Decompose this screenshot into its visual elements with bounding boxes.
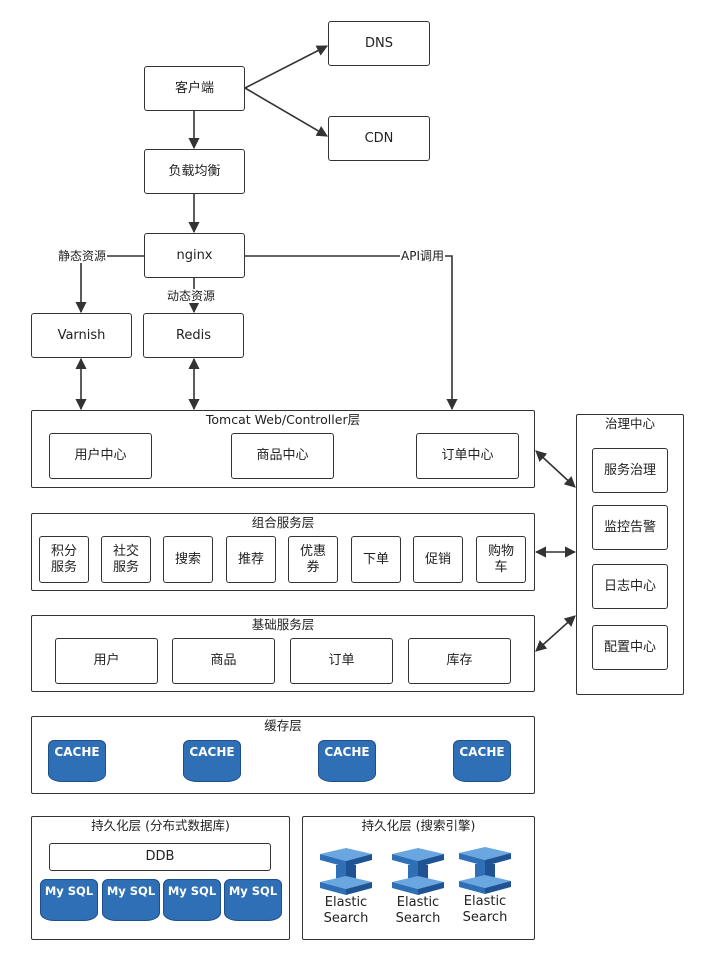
mysql-cylinder-1: My SQL xyxy=(40,879,98,921)
composite-item-promotion: 促销 xyxy=(413,536,463,583)
composite-item-coupon: 优惠 券 xyxy=(288,536,338,583)
cache-layer-title: 缓存层 xyxy=(264,718,302,733)
persistence-db-title: 持久化层 (分布式数据库) xyxy=(91,818,230,833)
cdn-node: CDN xyxy=(328,116,430,161)
mysql-cylinder-2: My SQL xyxy=(102,879,160,921)
composite-item-cart: 购物 车 xyxy=(476,536,526,583)
redis-node: Redis xyxy=(143,313,244,358)
base-item-order: 订单 xyxy=(290,638,393,684)
base-item-user: 用户 xyxy=(55,638,158,684)
composite-item-social: 社交 服务 xyxy=(101,536,151,583)
ddb-node: DDB xyxy=(49,843,271,871)
client-node: 客户端 xyxy=(144,66,245,111)
web-item-product-center: 商品中心 xyxy=(231,433,334,479)
mysql-cylinder-3: My SQL xyxy=(163,879,221,921)
cache-cylinder-2: CACHE xyxy=(183,740,241,782)
web-item-user-center: 用户中心 xyxy=(49,433,152,479)
mysql-cylinder-4: My SQL xyxy=(224,879,282,921)
cache-cylinder-3: CACHE xyxy=(318,740,376,782)
elastic-search-label-3: Elastic Search xyxy=(462,894,508,925)
composite-item-recommend: 推荐 xyxy=(226,536,276,583)
governance-item-log-center: 日志中心 xyxy=(592,564,668,609)
composite-layer-title: 组合服务层 xyxy=(251,515,315,530)
arrow-governance-web xyxy=(535,450,576,488)
web-layer-title: Tomcat Web/Controller层 xyxy=(205,412,361,427)
arrow-client-cdn xyxy=(244,87,328,137)
elastic-search-label-2: Elastic Search xyxy=(395,895,441,926)
nginx-node: nginx xyxy=(144,233,245,278)
elastic-search-label-1: Elastic Search xyxy=(323,895,369,926)
cache-layer: 缓存层 xyxy=(31,716,535,794)
composite-item-place-order: 下单 xyxy=(351,536,401,583)
arrow-client-dns xyxy=(244,45,328,89)
web-item-order-center: 订单中心 xyxy=(416,433,519,479)
edge-label-dynamic: 动态资源 xyxy=(166,289,217,303)
dns-node: DNS xyxy=(328,21,430,66)
base-layer-title: 基础服务层 xyxy=(251,617,315,632)
base-item-product: 商品 xyxy=(172,638,275,684)
varnish-node: Varnish xyxy=(31,313,132,358)
base-item-inventory: 库存 xyxy=(408,638,511,684)
arrow-governance-base xyxy=(535,615,576,652)
cache-cylinder-1: CACHE xyxy=(48,740,106,782)
cache-cylinder-4: CACHE xyxy=(453,740,511,782)
arrow-nginx-api xyxy=(245,255,458,411)
governance-item-config-center: 配置中心 xyxy=(592,625,668,670)
persistence-search-title: 持久化层 (搜索引擎) xyxy=(361,818,476,833)
edge-label-static: 静态资源 xyxy=(57,249,108,263)
composite-item-search: 搜索 xyxy=(163,536,213,583)
composite-item-points: 积分 服务 xyxy=(39,536,89,583)
edge-label-api: API调用 xyxy=(400,249,445,263)
load-balancer-node: 负载均衡 xyxy=(144,149,245,194)
governance-item-service-governance: 服务治理 xyxy=(592,448,668,493)
governance-item-monitoring: 监控告警 xyxy=(592,505,668,550)
arrow-nginx-varnish xyxy=(75,255,144,314)
governance-title: 治理中心 xyxy=(604,416,655,431)
